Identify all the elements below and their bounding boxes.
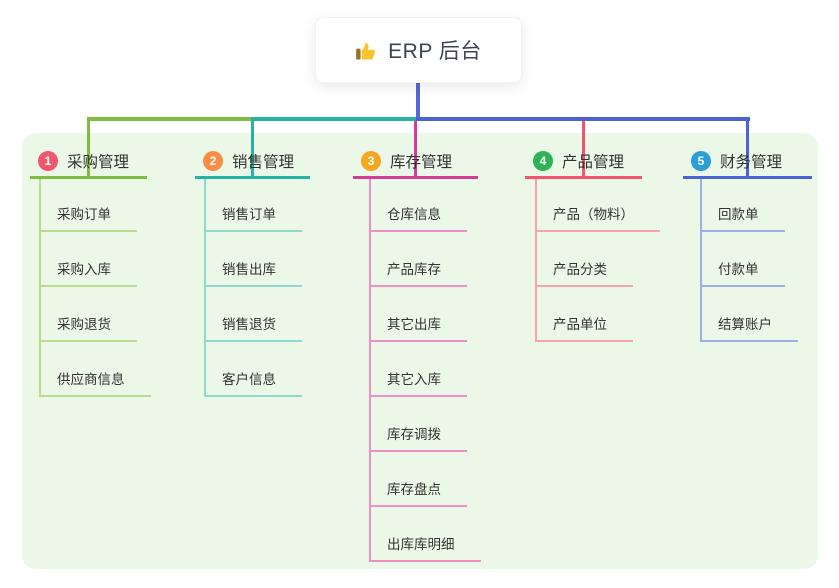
branch-node-库存管理[interactable]: 3 库存管理 xyxy=(353,145,478,179)
child-node[interactable]: 客户信息 xyxy=(204,365,302,397)
child-node[interactable]: 采购退货 xyxy=(39,310,137,342)
branch-node-销售管理[interactable]: 2 销售管理 xyxy=(195,145,310,179)
child-node[interactable]: 出库库明细 xyxy=(369,530,481,562)
branch-child-rail xyxy=(535,179,537,342)
child-node[interactable]: 产品（物料） xyxy=(535,200,660,232)
branches-panel xyxy=(22,133,818,569)
branch-label: 采购管理 xyxy=(67,153,130,171)
bus-segment-finance xyxy=(416,117,750,121)
branch-number-badge: 3 xyxy=(361,150,381,171)
branch-label: 销售管理 xyxy=(232,153,295,171)
child-node[interactable]: 库存调拨 xyxy=(369,420,467,452)
branch-drop-line xyxy=(582,121,585,176)
branch-child-rail xyxy=(369,179,371,562)
branch-drop-line xyxy=(746,121,749,176)
child-node[interactable]: 付款单 xyxy=(700,255,785,287)
child-node[interactable]: 采购订单 xyxy=(39,200,137,232)
child-node[interactable]: 库存盘点 xyxy=(369,475,467,507)
branch-node-采购管理[interactable]: 1 采购管理 xyxy=(30,145,147,179)
thumbs-up-icon xyxy=(356,42,376,60)
branch-child-rail xyxy=(204,179,206,397)
child-node[interactable]: 回款单 xyxy=(700,200,785,232)
branch-child-rail xyxy=(700,179,702,342)
branch-number-badge: 1 xyxy=(38,150,58,171)
child-node[interactable]: 其它出库 xyxy=(369,310,467,342)
child-node[interactable]: 销售出库 xyxy=(204,255,302,287)
child-node[interactable]: 销售退货 xyxy=(204,310,302,342)
child-node[interactable]: 仓库信息 xyxy=(369,200,467,232)
child-node[interactable]: 销售订单 xyxy=(204,200,302,232)
child-node[interactable]: 结算账户 xyxy=(700,310,798,342)
branch-drop-line xyxy=(87,121,90,176)
branch-node-财务管理[interactable]: 5 财务管理 xyxy=(683,145,812,179)
root-label: ERP 后台 xyxy=(388,40,482,63)
root-node[interactable]: ERP 后台 xyxy=(315,17,522,83)
branch-node-产品管理[interactable]: 4 产品管理 xyxy=(525,145,642,179)
root-connector-line xyxy=(416,82,420,121)
child-node[interactable]: 其它入库 xyxy=(369,365,467,397)
child-node[interactable]: 产品单位 xyxy=(535,310,633,342)
branch-drop-line xyxy=(251,121,254,176)
branch-number-badge: 2 xyxy=(203,150,223,171)
branch-label: 财务管理 xyxy=(720,153,783,171)
child-node[interactable]: 产品分类 xyxy=(535,255,633,287)
bus-segment-purchase xyxy=(86,117,253,121)
branch-child-rail xyxy=(39,179,41,397)
child-node[interactable]: 产品库存 xyxy=(369,255,467,287)
bus-segment-sales xyxy=(250,117,416,121)
branch-number-badge: 4 xyxy=(533,150,553,171)
branch-drop-line xyxy=(414,121,417,176)
branch-number-badge: 5 xyxy=(691,150,711,171)
child-node[interactable]: 供应商信息 xyxy=(39,365,151,397)
branch-label: 库存管理 xyxy=(390,153,453,171)
child-node[interactable]: 采购入库 xyxy=(39,255,137,287)
branch-label: 产品管理 xyxy=(562,153,625,171)
